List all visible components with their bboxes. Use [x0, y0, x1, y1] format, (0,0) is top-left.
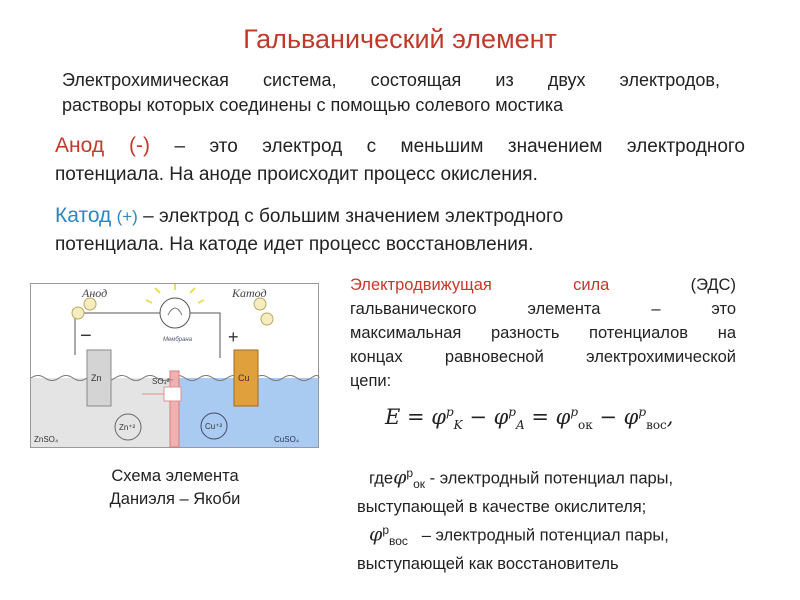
plus-sign: +	[228, 327, 239, 347]
cathode-definition: Катод (+) – электрод с большим значением…	[55, 202, 655, 259]
electron-icons	[71, 297, 274, 326]
cu-ion-circle	[200, 412, 228, 440]
cathode-text: – электрод с большим значением электродн…	[137, 206, 564, 227]
cathode-text-2: потенциала. На катоде идет процесс восст…	[55, 234, 534, 255]
emf-formula: E = φpK − φpA = φpок − φpвос,	[385, 405, 674, 433]
diagram-anode-label: Анод	[81, 286, 107, 300]
legend-text: выступающей как восстановитель	[357, 554, 619, 573]
minus-sign: −	[80, 325, 92, 347]
legend-where: где	[369, 469, 394, 488]
copper-electrode	[233, 349, 259, 407]
legend-text: выступающей в качестве окислителя;	[357, 497, 647, 516]
lamp-icon	[159, 297, 191, 329]
emf-line: концах равновесной электрохимической	[350, 348, 736, 366]
caption-line: Схема элемента	[111, 467, 239, 485]
sulfate-arrow-icon	[142, 386, 182, 402]
anode-text: – это электрод с меньшим значением элект…	[150, 136, 745, 157]
zn-ion-circle	[114, 413, 142, 441]
diagram-cathode-label: Катод	[231, 286, 267, 300]
znso4-label: ZnSO₄	[34, 435, 58, 444]
emf-line: цепи:	[350, 372, 392, 390]
cu-label: Cu	[238, 373, 250, 383]
emf-abbr: (ЭДС)	[690, 276, 736, 294]
zn-label: Zn	[91, 373, 102, 383]
definition-line: Электрохимическая система, состоящая из …	[62, 70, 720, 90]
slide-title: Гальванический элемент	[243, 24, 557, 54]
emf-term: Электродвижущая сила	[350, 276, 610, 294]
emf-line: гальванического элемента – это	[350, 300, 736, 318]
caption-line: Даниэля – Якоби	[109, 490, 241, 508]
legend-text: – электродный потенциал пары,	[421, 526, 669, 545]
anode-term: Анод (-)	[55, 134, 151, 157]
diagram-caption: Схема элемента Даниэля – Якоби	[90, 465, 260, 511]
emf-line: максимальная разность потенциалов на	[350, 324, 736, 342]
legend-text: - электродный потенциал пары,	[429, 469, 674, 488]
definition-line: растворы которых соединены с помощью сол…	[62, 95, 564, 115]
daniell-cell-diagram: Анод Катод − + Мембрана Zn Cu SO₄²⁻ Zn⁺²…	[30, 283, 320, 448]
light-rays	[145, 284, 205, 304]
cu-ion-label: Cu⁺²	[205, 422, 222, 431]
emf-definition: Электродвижущая сила (ЭДС) гальваническо…	[350, 273, 736, 393]
cathode-sign: (+)	[116, 207, 138, 226]
cathode-term: Катод	[55, 204, 112, 227]
zinc-electrode	[86, 349, 112, 407]
formula-legend: гдеφpок - электродный потенциал пары, вы…	[357, 462, 735, 576]
lamp-label: Мембрана	[163, 337, 193, 343]
cuso4-label: CuSO₄	[274, 435, 299, 444]
anode-text-2: потенциала. На аноде происходит процесс …	[55, 164, 538, 185]
anode-definition: Анод (-) – это электрод с меньшим значен…	[55, 132, 745, 189]
sulfate-label: SO₄²⁻	[152, 377, 174, 386]
salt-bridge-membrane	[169, 370, 180, 448]
definition: Электрохимическая система, состоящая из …	[62, 68, 720, 118]
zn-ion-label: Zn⁺²	[119, 423, 136, 432]
